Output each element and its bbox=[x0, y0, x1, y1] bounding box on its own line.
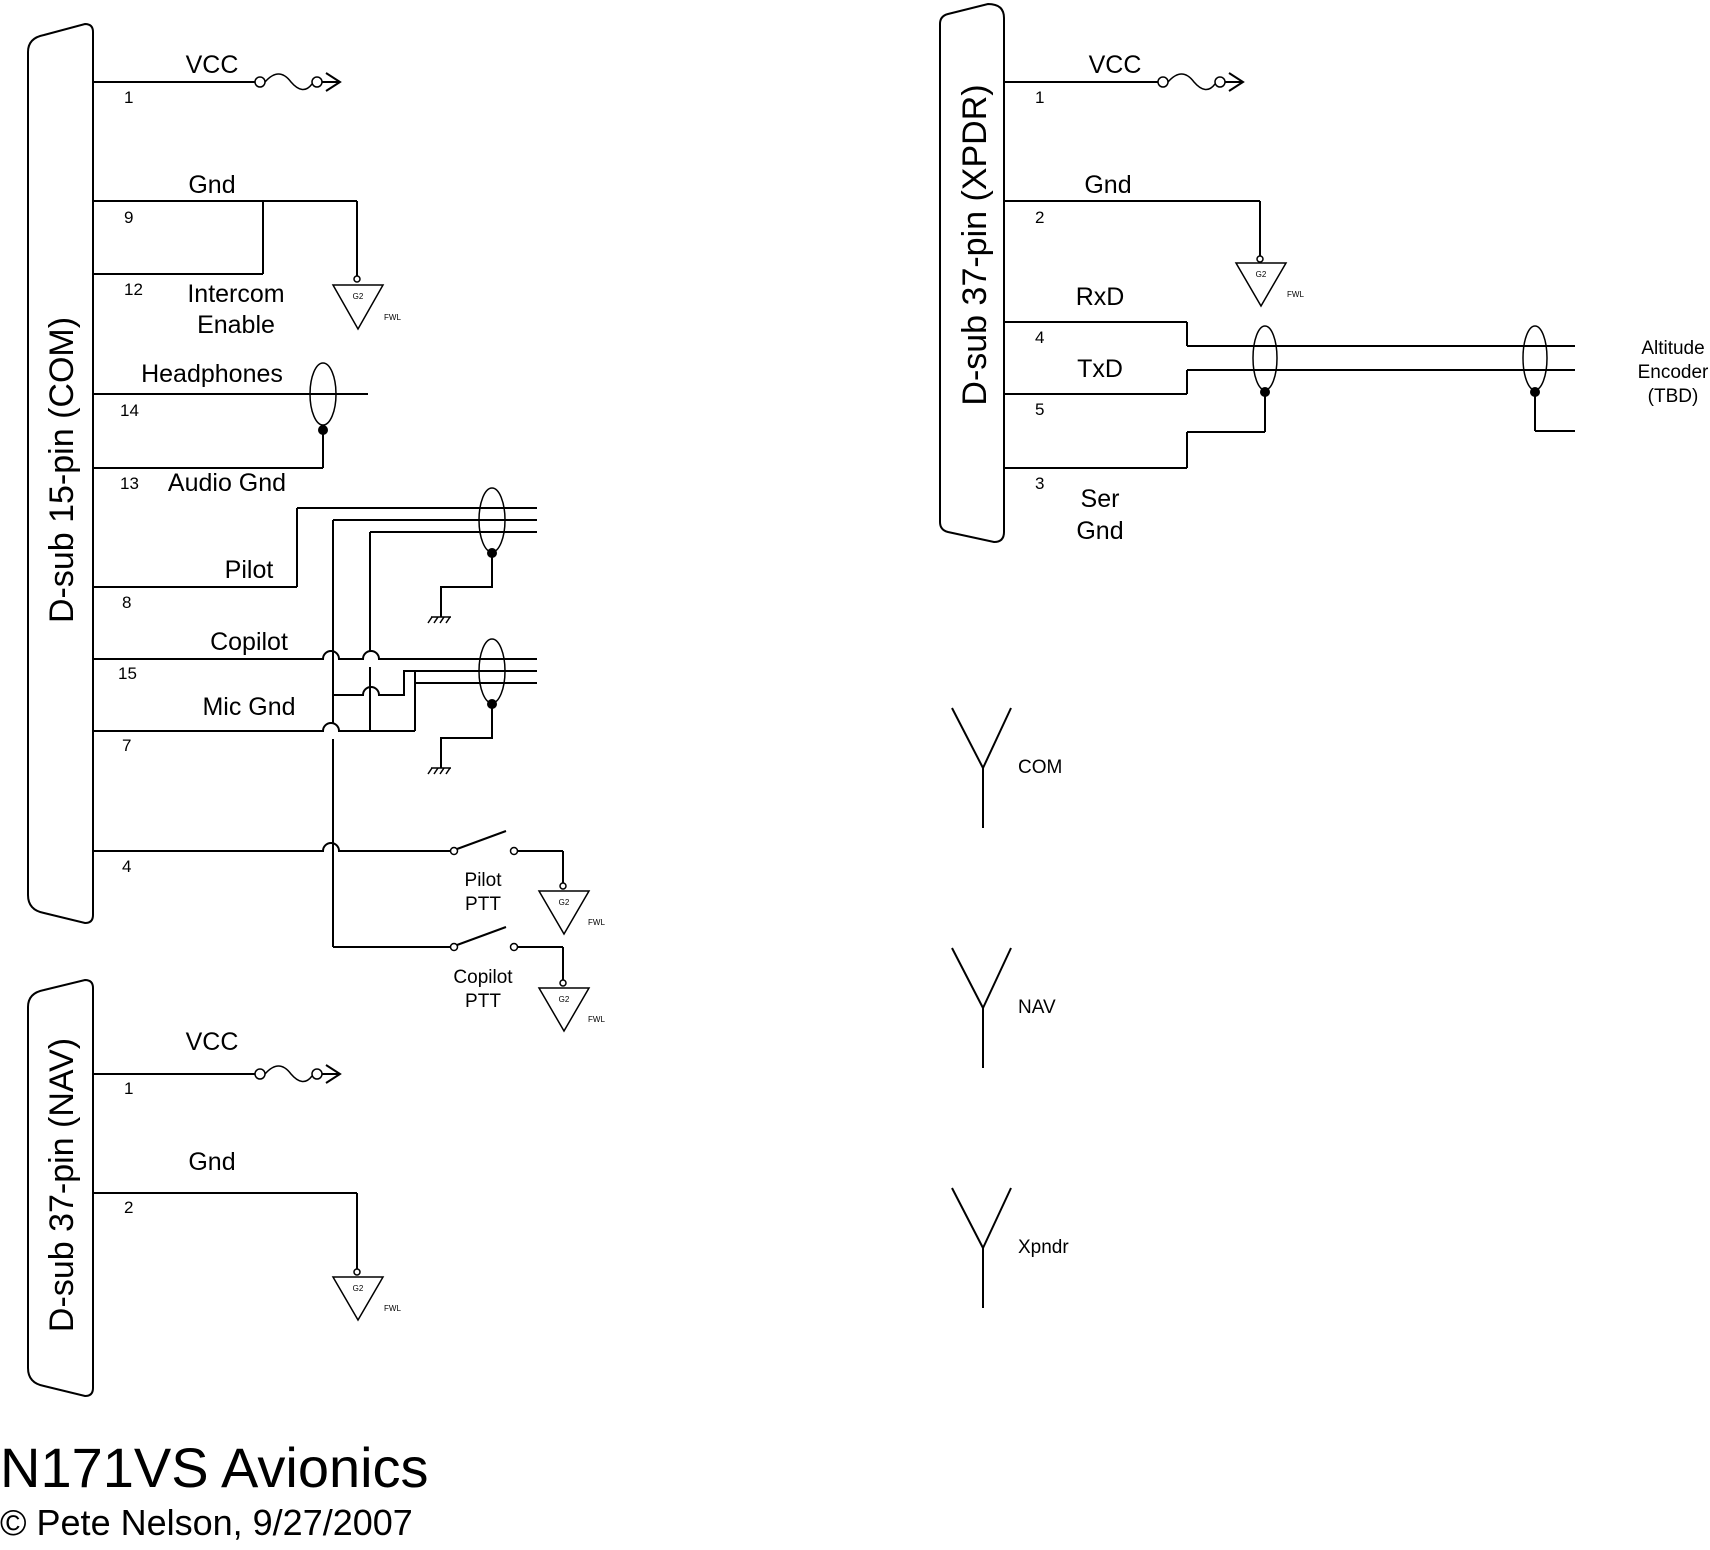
com-connector: D-sub 15-pin (COM) bbox=[27, 22, 94, 925]
com-antenna-icon: COM bbox=[951, 707, 1062, 828]
com-vcc-label: VCC bbox=[186, 51, 239, 79]
com-headphones-label: Headphones bbox=[141, 360, 283, 388]
com-copilot-label: Copilot bbox=[210, 628, 288, 656]
nav-antenna-icon: NAV bbox=[951, 947, 1056, 1068]
com-pin-7: 7 bbox=[122, 736, 131, 755]
nav-pin-1: 1 bbox=[124, 1079, 133, 1098]
xpdr-txd-label: TxD bbox=[1077, 355, 1123, 383]
com-intercom-label: Intercom bbox=[187, 280, 284, 308]
com-pin-14: 14 bbox=[120, 401, 139, 420]
com-pin-13: 13 bbox=[120, 474, 139, 493]
altitude-encoder: Altitude Encoder (TBD) bbox=[1638, 338, 1709, 407]
encoder-label-1: Altitude bbox=[1641, 338, 1704, 359]
svg-text:FWL: FWL bbox=[384, 1304, 401, 1313]
com-antenna-label: COM bbox=[1018, 757, 1062, 778]
xpdr-ser-gnd-label: Ser bbox=[1081, 485, 1120, 513]
xpdr-ser-gnd-label-2: Gnd bbox=[1076, 517, 1123, 545]
nav-gnd-circuit: G2 FWL Gnd 2 bbox=[93, 1148, 401, 1322]
nav-connector-body bbox=[27, 978, 94, 1398]
com-connector-label: D-sub 15-pin (COM) bbox=[43, 317, 81, 623]
com-pin-15: 15 bbox=[118, 664, 137, 683]
xpdr-connector-label: D-sub 37-pin (XPDR) bbox=[956, 84, 994, 405]
nav-vcc-label: VCC bbox=[186, 1028, 239, 1056]
xpdr-vcc-label: VCC bbox=[1089, 51, 1142, 79]
svg-text:G2: G2 bbox=[353, 292, 364, 301]
xpdr-vcc-circuit: VCC 1 bbox=[1004, 51, 1245, 107]
com-vcc-circuit: VCC 1 bbox=[93, 51, 342, 107]
xpdr-pin-2: 2 bbox=[1035, 208, 1044, 227]
xpdr-connector-body bbox=[939, 2, 1005, 544]
xpdr-rxd-label: RxD bbox=[1076, 283, 1125, 311]
com-pilot-label: Pilot bbox=[225, 556, 274, 584]
svg-text:G2: G2 bbox=[353, 1284, 364, 1293]
com-pin-9: 9 bbox=[124, 208, 133, 227]
com-pin-1: 1 bbox=[124, 88, 133, 107]
nav-pin-2: 2 bbox=[124, 1198, 133, 1217]
com-mic-circuit: Pilot 8 Copilot 15 Mic Gnd 7 bbox=[93, 487, 537, 775]
nav-gnd-label: Gnd bbox=[188, 1148, 235, 1176]
com-gnd-label: Gnd bbox=[188, 171, 235, 199]
svg-text:FWL: FWL bbox=[384, 313, 401, 322]
nav-vcc-circuit: VCC 1 bbox=[93, 1028, 342, 1098]
encoder-label-2: Encoder bbox=[1638, 362, 1709, 383]
com-intercom-label-2: Enable bbox=[197, 311, 275, 339]
copilot-ptt-label: Copilot bbox=[453, 967, 513, 988]
com-pin-12: 12 bbox=[124, 280, 143, 299]
com-connector-body bbox=[27, 22, 94, 925]
xpdr-pin-5: 5 bbox=[1035, 400, 1044, 419]
com-ptt-circuit: G2 FWL G2 FWL 4 Pilot PTT Copilot PTT bbox=[93, 739, 605, 1033]
xpdr-gnd-circuit: G2 FWL Gnd 2 bbox=[1004, 171, 1304, 308]
svg-text:G2: G2 bbox=[1256, 270, 1267, 279]
nav-antenna-label: NAV bbox=[1018, 997, 1056, 1018]
nav-connector: D-sub 37-pin (NAV) bbox=[27, 978, 94, 1398]
com-headphones-circuit: Headphones 14 13 Audio Gnd bbox=[93, 360, 368, 497]
svg-text:FWL: FWL bbox=[1287, 290, 1304, 299]
encoder-label-3: (TBD) bbox=[1648, 386, 1699, 407]
xpdr-pin-3: 3 bbox=[1035, 474, 1044, 493]
com-mic-gnd-label: Mic Gnd bbox=[202, 693, 295, 721]
svg-text:FWL: FWL bbox=[588, 918, 605, 927]
page-title: N171VS Avionics bbox=[0, 1436, 429, 1499]
svg-text:G2: G2 bbox=[559, 898, 570, 907]
copyright-line: © Pete Nelson, 9/27/2007 bbox=[0, 1502, 413, 1543]
xpdr-gnd-label: Gnd bbox=[1084, 171, 1131, 199]
xpndr-antenna-label: Xpndr bbox=[1018, 1237, 1069, 1258]
xpdr-connector: D-sub 37-pin (XPDR) bbox=[939, 2, 1005, 544]
com-gnd-circuit: G2 FWL Gnd 9 12 Intercom Enable bbox=[93, 171, 401, 339]
svg-text:FWL: FWL bbox=[588, 1015, 605, 1024]
xpdr-pin-1: 1 bbox=[1035, 88, 1044, 107]
nav-connector-label: D-sub 37-pin (NAV) bbox=[43, 1038, 81, 1332]
pilot-ptt-label: Pilot bbox=[465, 870, 503, 891]
pilot-ptt-label-2: PTT bbox=[465, 894, 501, 915]
xpndr-antenna-icon: Xpndr bbox=[951, 1187, 1069, 1308]
svg-text:G2: G2 bbox=[559, 995, 570, 1004]
xpdr-serial-circuit: RxD 4 TxD 5 3 Ser Gnd bbox=[1004, 283, 1575, 545]
xpdr-pin-4: 4 bbox=[1035, 328, 1044, 347]
com-audio-gnd-label: Audio Gnd bbox=[168, 469, 286, 497]
copilot-ptt-label-2: PTT bbox=[465, 991, 501, 1012]
com-pin-8: 8 bbox=[122, 593, 131, 612]
com-pin-4: 4 bbox=[122, 857, 131, 876]
